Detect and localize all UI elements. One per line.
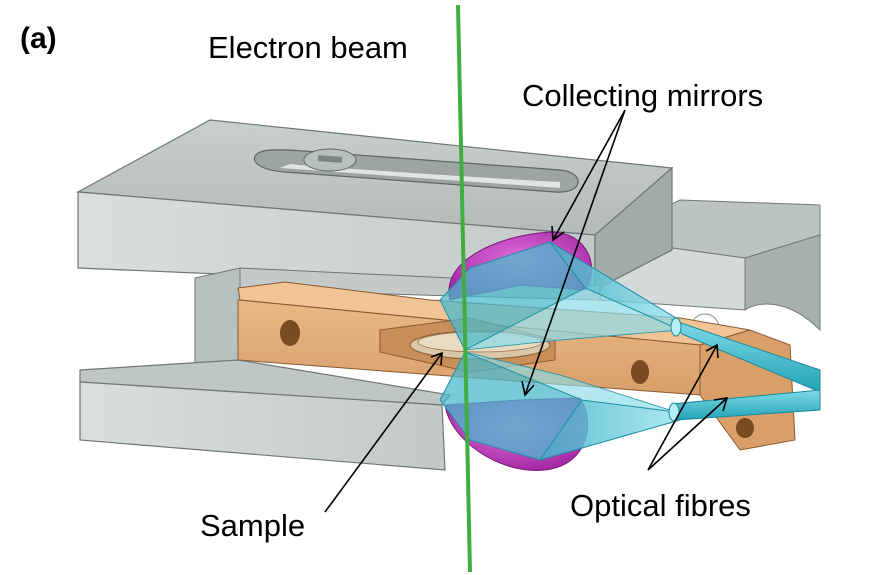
- arrow-fibre-bottom: [647, 397, 728, 471]
- arrow-mirror-bottom: [524, 109, 626, 396]
- electron-beam-label: Electron beam: [208, 30, 408, 65]
- arrowhead-mirror-bottom: [521, 380, 535, 397]
- sample-label: Sample: [200, 508, 306, 543]
- arrowhead-mirror-top: [551, 225, 565, 242]
- electron-beam-line: [456, 4, 472, 573]
- optical-fibres: [668, 317, 821, 422]
- arrowhead-fibre-bottom: [713, 397, 729, 412]
- panel-label: (a): [20, 22, 57, 55]
- optical-fibres-label: Optical fibres: [570, 488, 751, 523]
- arrow-fibre-top: [647, 344, 718, 471]
- light-cones: [439, 241, 681, 461]
- arrowhead-sample: [430, 351, 443, 366]
- arrow-mirror-top: [552, 109, 626, 241]
- arrowhead-fibre-top: [705, 343, 719, 359]
- collecting-mirrors-label: Collecting mirrors: [522, 78, 764, 113]
- arrow-sample: [324, 352, 443, 513]
- top-holder-block: [75, 119, 674, 291]
- annotation-arrows: [324, 109, 729, 513]
- bottom-holder-block: [79, 359, 452, 471]
